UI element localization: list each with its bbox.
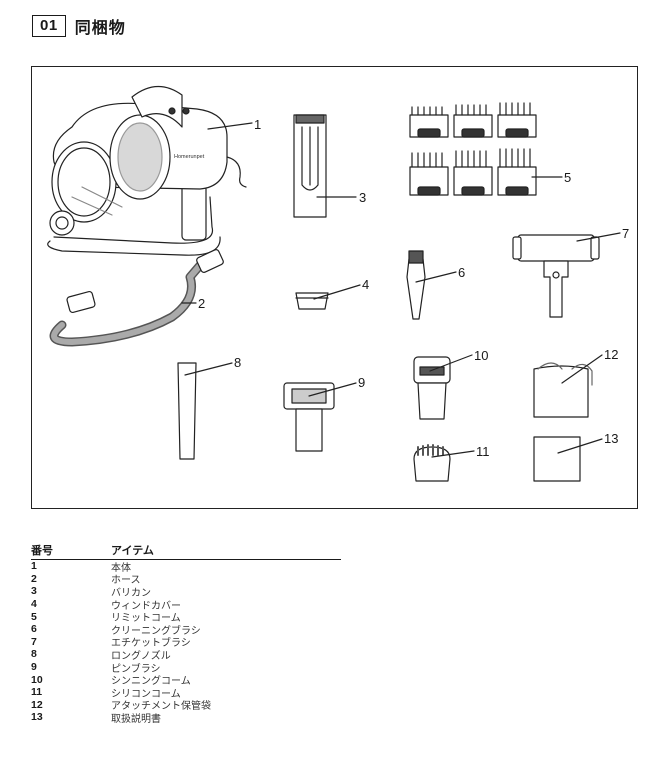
item-name: クリーニングブラシ <box>111 625 201 637</box>
storage-bag-illustration <box>533 362 593 418</box>
callout-13: 13 <box>604 431 618 446</box>
item-name: シリコンコーム <box>111 688 181 700</box>
section-number-box: 01 <box>32 15 66 37</box>
list-item: 6 クリーニングブラシ <box>31 623 341 637</box>
callout-1: 1 <box>254 117 261 132</box>
callout-2: 2 <box>198 296 205 311</box>
item-number: 12 <box>31 698 43 711</box>
manual-illustration <box>533 436 581 482</box>
item-name: ウィンドカバー <box>111 600 181 612</box>
contents-illustration: Homerunpet 1 2 3 4 <box>47 85 629 482</box>
list-item: 2 ホース <box>31 572 341 587</box>
item-name: ホース <box>111 575 141 587</box>
list-item: 12 アタッチメント保管袋 <box>31 698 341 713</box>
callout-3: 3 <box>359 190 366 205</box>
item-number: 9 <box>31 661 37 674</box>
list-item: 10 シンニングコーム <box>31 673 341 688</box>
item-name: 取扱説明書 <box>111 713 161 725</box>
item-number: 13 <box>31 711 43 724</box>
etiquette-brush-illustration <box>512 234 600 318</box>
item-number: 7 <box>31 635 37 648</box>
contents-figure: Homerunpet 1 2 3 4 <box>31 66 638 509</box>
item-name: バリカン <box>111 587 151 599</box>
item-number: 8 <box>31 648 37 661</box>
callout-12: 12 <box>604 347 618 362</box>
item-name: シンニングコーム <box>111 676 191 688</box>
item-number: 11 <box>31 686 43 699</box>
product-logo: Homerunpet <box>174 154 205 160</box>
item-number: 10 <box>31 673 43 686</box>
item-name: リミットコーム <box>111 613 181 625</box>
list-item: 9 ピンブラシ <box>31 661 341 675</box>
callout-8: 8 <box>234 355 241 370</box>
list-item: 11 シリコンコーム <box>31 686 341 700</box>
parts-list-header: 番号 アイテム <box>31 542 341 560</box>
item-number: 2 <box>31 572 37 585</box>
section-title: 同梱物 <box>74 18 126 37</box>
item-number: 5 <box>31 610 37 623</box>
list-item: 8 ロングノズル <box>31 648 341 662</box>
col-item-header: アイテム <box>111 544 154 557</box>
parts-list: 番号 アイテム 1 本体 2 ホース 3 バリカン 4 ウィンドカバー 5 リミットコーム… <box>31 542 341 725</box>
main-unit-illustration: Homerunpet <box>47 85 247 256</box>
item-number: 1 <box>31 560 37 573</box>
list-item: 7 エチケットブラシ <box>31 635 341 650</box>
callout-10: 10 <box>474 348 488 363</box>
item-name: ロングノズル <box>111 650 171 662</box>
hose-illustration <box>49 249 224 347</box>
list-item: 1 本体 <box>31 560 341 574</box>
callout-5: 5 <box>564 170 571 185</box>
callout-11: 11 <box>476 444 490 459</box>
thinning-comb-illustration <box>413 356 451 420</box>
item-number: 4 <box>31 598 37 611</box>
item-name: ピンブラシ <box>111 663 161 675</box>
col-number-header: 番号 <box>31 544 53 557</box>
callout-7: 7 <box>622 226 629 241</box>
item-name: 本体 <box>111 562 131 574</box>
silicone-comb-illustration <box>413 444 451 482</box>
callout-4: 4 <box>362 277 369 292</box>
list-item: 4 ウィンドカバー <box>31 598 341 612</box>
callout-9: 9 <box>358 375 365 390</box>
list-item: 5 リミットコーム <box>31 610 341 625</box>
callout-6: 6 <box>458 265 465 280</box>
clipper-illustration <box>293 114 327 218</box>
cleaning-brush-illustration <box>406 250 426 320</box>
pin-brush-illustration <box>283 382 335 452</box>
item-number: 3 <box>31 585 37 598</box>
list-item: 3 バリカン <box>31 585 341 599</box>
item-name: エチケットブラシ <box>111 638 191 650</box>
wind-cover-illustration <box>295 292 329 310</box>
item-number: 6 <box>31 623 37 636</box>
item-name: アタッチメント保管袋 <box>111 701 211 713</box>
long-nozzle-illustration <box>177 362 197 460</box>
list-item: 13 取扱説明書 <box>31 711 341 725</box>
limit-combs-illustration <box>409 102 537 196</box>
section-header: 01 同梱物 <box>32 14 126 38</box>
